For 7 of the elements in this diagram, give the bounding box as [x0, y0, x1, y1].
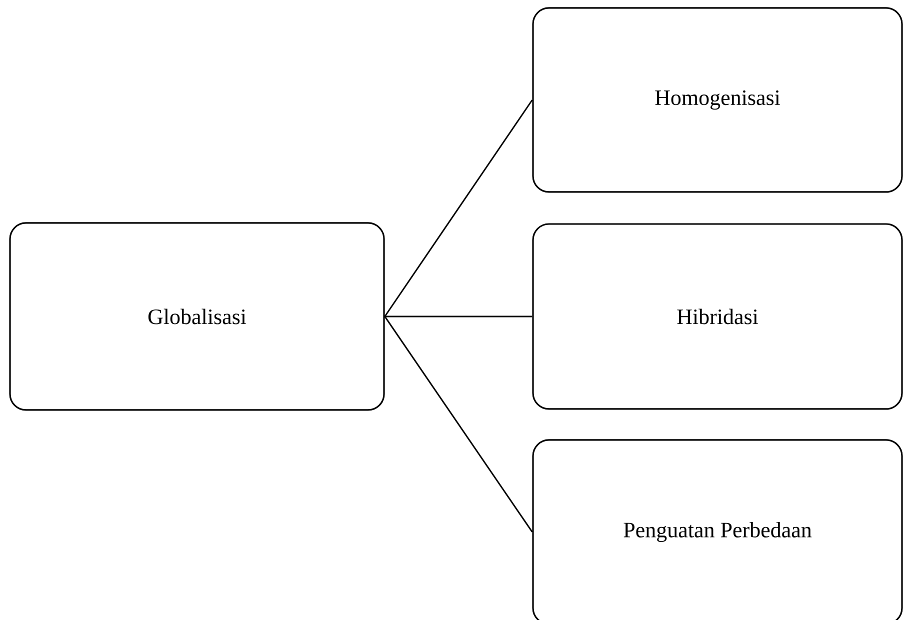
rounded-box: Homogenisasi: [532, 7, 903, 193]
connector-line: [384, 316, 533, 532]
connector-line: [384, 316, 532, 318]
rounded-box: Hibridasi: [532, 223, 903, 410]
rounded-box: Penguatan Perbedaan: [532, 439, 903, 620]
rounded-box: Globalisasi: [9, 222, 385, 411]
connector-line: [384, 100, 533, 317]
